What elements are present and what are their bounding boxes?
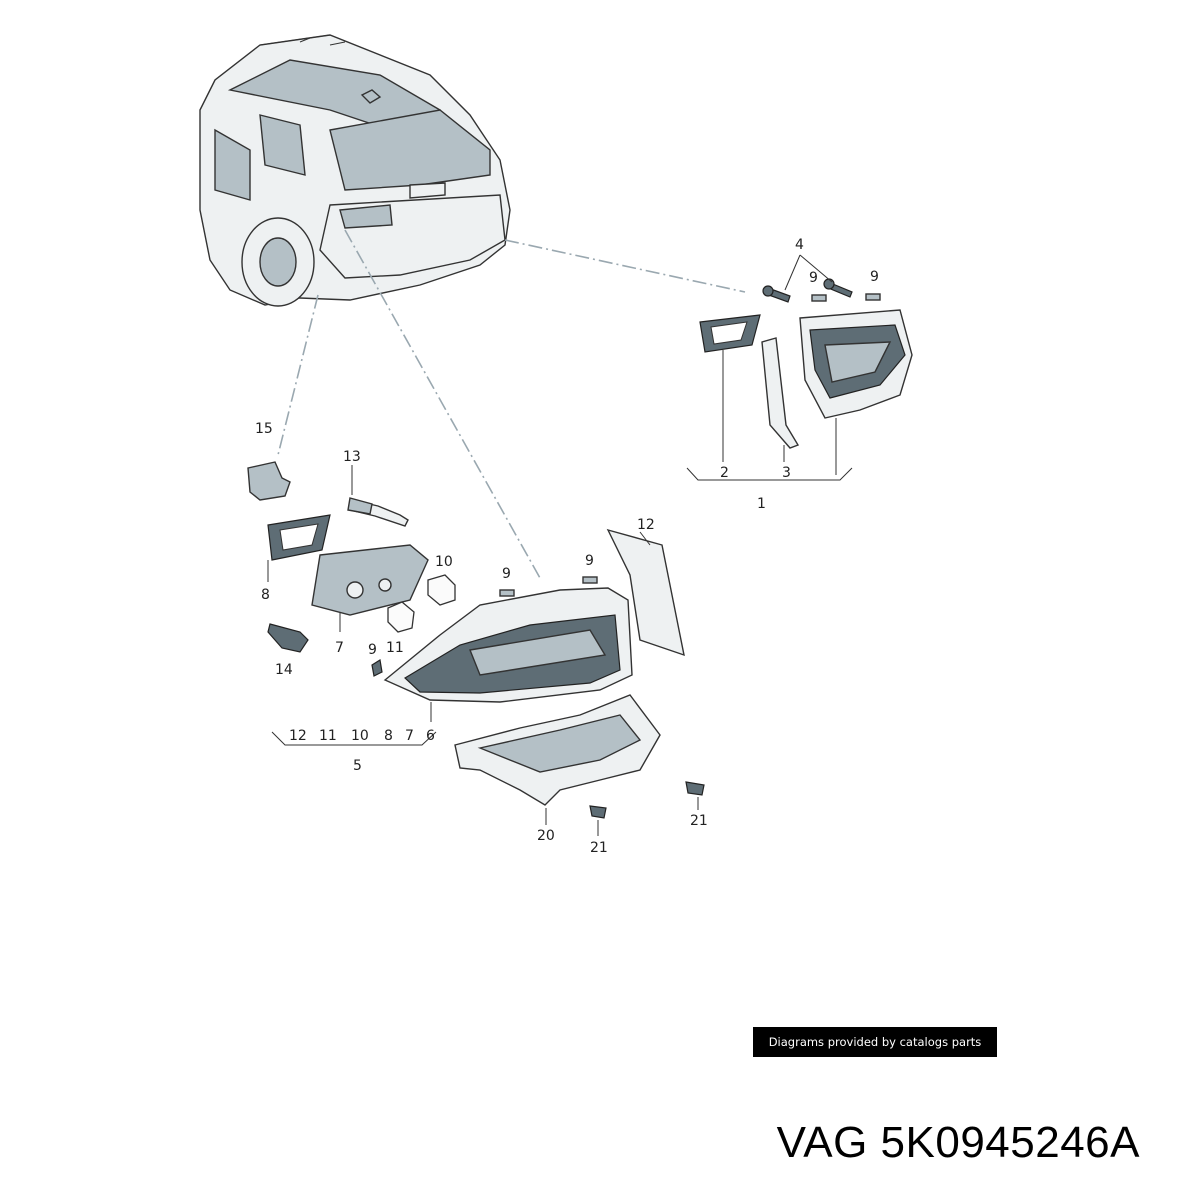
clip-9a	[811, 294, 827, 302]
socket-14	[267, 623, 309, 653]
callout-labels: 4 9 9 2 3 1 15 13 8 7 10 11 14 9 9 9 12 …	[255, 237, 879, 856]
vehicle-rear-illustration	[199, 34, 511, 307]
group-label-10: 10	[351, 728, 369, 744]
callout-12: 12	[637, 517, 655, 533]
callout-3: 3	[782, 465, 791, 481]
screw-4a	[762, 285, 791, 303]
group-label-11: 11	[319, 728, 337, 744]
callout-15: 15	[255, 421, 273, 437]
callout-21: 21	[690, 813, 708, 829]
screw-21a	[589, 805, 607, 836]
clip-9b	[865, 293, 881, 301]
callout-2: 2	[720, 465, 729, 481]
part-number-title: VAG 5K0945246A	[776, 1118, 1140, 1167]
callout-9: 9	[870, 269, 879, 285]
group-label-7: 7	[405, 728, 414, 744]
trim-strip-3	[761, 337, 800, 449]
clip-9c	[371, 659, 383, 677]
bulb-11	[387, 601, 415, 633]
callout-9: 9	[585, 553, 594, 569]
callout-10: 10	[435, 554, 453, 570]
callout-9: 9	[809, 270, 818, 286]
outer-tail-light-components	[247, 461, 685, 746]
callout-11: 11	[386, 640, 404, 656]
group-label-12: 12	[289, 728, 307, 744]
callout-14: 14	[275, 662, 293, 678]
callout-21: 21	[590, 840, 608, 856]
callout-8: 8	[261, 587, 270, 603]
bulb-10	[427, 574, 456, 606]
credit-banner: Diagrams provided by catalogs parts	[753, 1027, 997, 1057]
cover-12	[606, 528, 685, 657]
screw-21b	[685, 781, 705, 810]
callout-20: 20	[537, 828, 555, 844]
callout-13: 13	[343, 449, 361, 465]
group-label-8: 8	[384, 728, 393, 744]
callout-9: 9	[502, 566, 511, 582]
connector-15	[247, 461, 291, 501]
callout-4: 4	[795, 237, 804, 253]
callout-5: 5	[353, 758, 362, 774]
callout-1: 1	[757, 496, 766, 512]
clip-9e	[582, 576, 598, 584]
bulb-holder-7	[311, 544, 429, 616]
callout-7: 7	[335, 640, 344, 656]
mounting-bracket-group	[454, 694, 705, 836]
screw-4b	[823, 278, 853, 298]
clip-9d	[499, 589, 515, 597]
group-label-6: 6	[426, 728, 435, 744]
inner-tail-light-assembly	[686, 254, 913, 481]
callout-9: 9	[368, 642, 377, 658]
leader-lines	[277, 229, 746, 579]
